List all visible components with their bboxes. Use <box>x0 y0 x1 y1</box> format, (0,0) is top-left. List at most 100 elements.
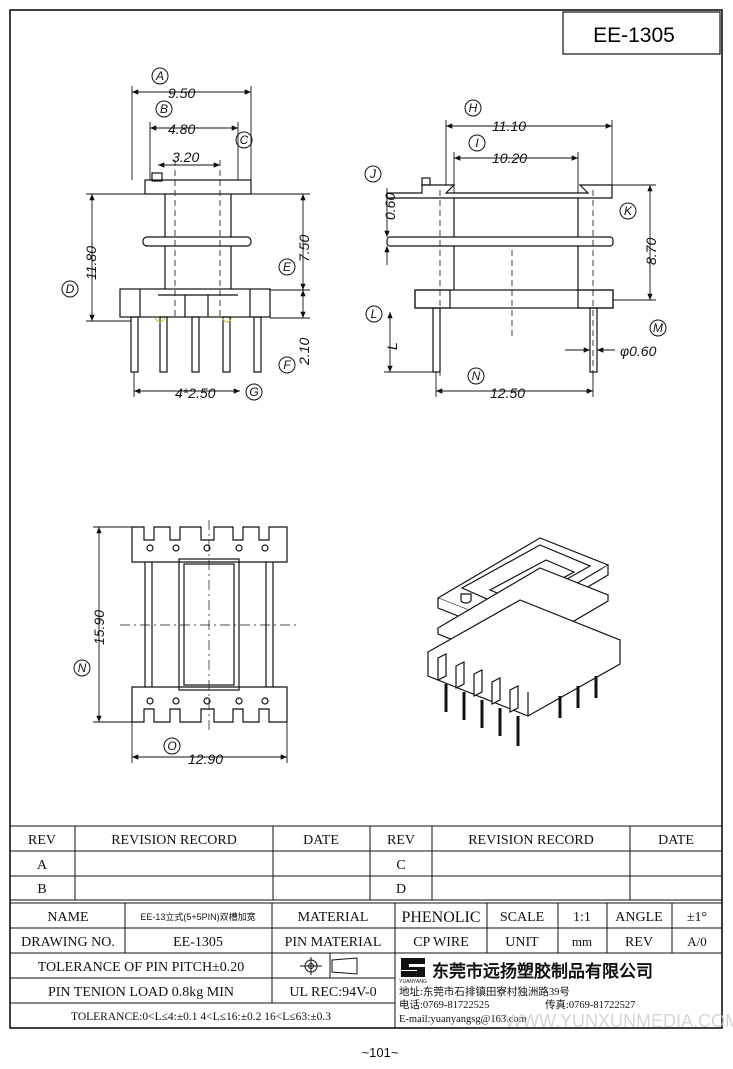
dim-c-inner: 3.20 <box>172 149 199 165</box>
callout-n-side: N <box>467 367 485 385</box>
svg-text:B: B <box>160 102 168 116</box>
dim-h: 11.10 <box>492 118 526 134</box>
dim-o: 12.90 <box>188 751 223 767</box>
rev-d: D <box>396 882 406 897</box>
bottom-view <box>93 520 300 763</box>
dim-n-bottom: 15.90 <box>91 610 107 645</box>
svg-text:O: O <box>167 739 176 753</box>
pin-tension: PIN TENION LOAD 0.8kg MIN <box>48 985 234 1000</box>
watermark: WWW.YUNXUNMEDIA.COM <box>505 1011 733 1031</box>
scale-value: 1:1 <box>573 910 591 925</box>
rev-c: C <box>396 858 405 873</box>
date-header-1: DATE <box>303 833 339 848</box>
callout-o: O <box>163 737 181 755</box>
rev-a: A <box>37 858 48 873</box>
callout-l: L <box>365 305 383 323</box>
revision-table-text: REV REVISION RECORD DATE REV REVISION RE… <box>28 833 694 897</box>
unit-value: mm <box>572 934 592 949</box>
tolerance-pitch: TOLERANCE OF PIN PITCH±0.20 <box>38 960 245 975</box>
company-address: 地址:东莞市石排镇田寮村独洲路39号 <box>399 985 570 998</box>
side-view-dimensions: 11.10 10.20 0.60 8.70 L φ0.60 12.50 <box>382 118 659 401</box>
rev-value: A/0 <box>687 934 707 949</box>
svg-text:L: L <box>371 307 378 321</box>
logo-text: YUANYANG <box>399 979 427 985</box>
drawing-no-value: EE-1305 <box>173 935 223 950</box>
company-fax: 传真:0769-81722527 <box>545 998 635 1011</box>
company-name: 东莞市远扬塑胶制品有限公司 <box>432 961 653 981</box>
svg-text:H: H <box>469 101 478 115</box>
isometric-view <box>426 537 622 746</box>
svg-text:J: J <box>369 167 377 181</box>
unit-label: UNIT <box>505 935 539 950</box>
revision-table <box>9 825 723 901</box>
dim-a: 9.50 <box>168 85 195 101</box>
svg-text:M: M <box>653 321 663 335</box>
material-label: MATERIAL <box>298 910 369 925</box>
name-value: EE-13立式(5+5PIN)双槽加宽 <box>140 911 255 922</box>
dim-k: 8.70 <box>643 238 659 265</box>
svg-text:F: F <box>283 358 291 372</box>
dim-d: 11.80 <box>83 246 99 280</box>
dim-g: 4*2.50 <box>175 385 216 401</box>
projection-symbol-icon <box>300 957 358 975</box>
dim-b: 4.80 <box>168 121 195 137</box>
bottom-view-dimensions: 15.90 12.90 <box>91 610 223 767</box>
svg-text:G: G <box>249 385 258 399</box>
dim-l: L <box>384 342 400 350</box>
callout-h: H <box>464 99 482 117</box>
callout-a: A <box>151 67 169 85</box>
side-view-callouts: H I J K L M N <box>364 99 667 385</box>
bottom-view-callouts: N O <box>73 659 181 755</box>
rev-header-2: REV <box>387 833 415 848</box>
svg-text:A: A <box>155 69 164 83</box>
callout-b: B <box>155 100 173 118</box>
dim-m: φ0.60 <box>620 343 657 359</box>
svg-text:D: D <box>66 282 75 296</box>
svg-text:I: I <box>475 136 479 150</box>
angle-label: ANGLE <box>615 910 662 925</box>
drawing-no-label: DRAWING NO. <box>21 935 115 950</box>
company-logo: YUANYANG <box>399 958 427 985</box>
title-block-text: NAME EE-13立式(5+5PIN)双槽加宽 MATERIAL PHENOL… <box>21 909 733 1031</box>
sheet-border <box>9 9 723 1029</box>
svg-text:N: N <box>472 369 481 383</box>
front-view-dimensions: 9.50 4.80 3.20 11.80 7.50 2.10 4*2.50 <box>83 85 312 401</box>
rev-b: B <box>37 882 46 897</box>
company-tel: 电话:0769-81722525 <box>399 998 489 1011</box>
pin-material-value: CP WIRE <box>413 935 469 950</box>
svg-text:K: K <box>624 204 633 218</box>
dim-f: 2.10 <box>296 338 312 366</box>
dim-e: 7.50 <box>296 235 312 262</box>
company-email: E-mail:yuanyangsg@163.com <box>399 1014 527 1025</box>
tolerance-line: TOLERANCE:0<L≤4:±0.1 4<L≤16:±0.2 16<L≤63… <box>71 1011 331 1023</box>
svg-text:C: C <box>240 133 249 147</box>
callout-f: F <box>278 356 296 374</box>
callout-g: G <box>245 383 263 401</box>
callout-m: M <box>649 319 667 337</box>
side-view <box>384 120 656 397</box>
pin-material-label: PIN MATERIAL <box>285 935 382 950</box>
front-view <box>86 86 310 397</box>
part-number-box: EE-1305 <box>562 11 721 55</box>
callout-k: K <box>619 202 637 220</box>
front-view-callouts: A B C D E F G <box>61 67 296 401</box>
callout-c: C <box>235 131 253 149</box>
svg-text:N: N <box>78 661 87 675</box>
dim-i: 10.20 <box>492 150 527 166</box>
ul-rec: UL REC:94V-0 <box>289 985 376 1000</box>
callout-i: I <box>468 134 486 152</box>
callout-e: E <box>278 258 296 276</box>
callout-n-bottom: N <box>73 659 91 677</box>
dim-n-side: 12.50 <box>490 385 525 401</box>
date-header-2: DATE <box>658 833 694 848</box>
dim-j: 0.60 <box>382 193 398 220</box>
material-value: PHENOLIC <box>401 909 480 926</box>
name-label: NAME <box>47 910 88 925</box>
callout-d: D <box>61 280 79 298</box>
svg-text:E: E <box>283 260 292 274</box>
rev-header-1: REV <box>28 833 56 848</box>
page-number: ~101~ <box>362 1045 399 1060</box>
rev-label: REV <box>625 935 653 950</box>
revision-record-header-1: REVISION RECORD <box>111 833 237 848</box>
